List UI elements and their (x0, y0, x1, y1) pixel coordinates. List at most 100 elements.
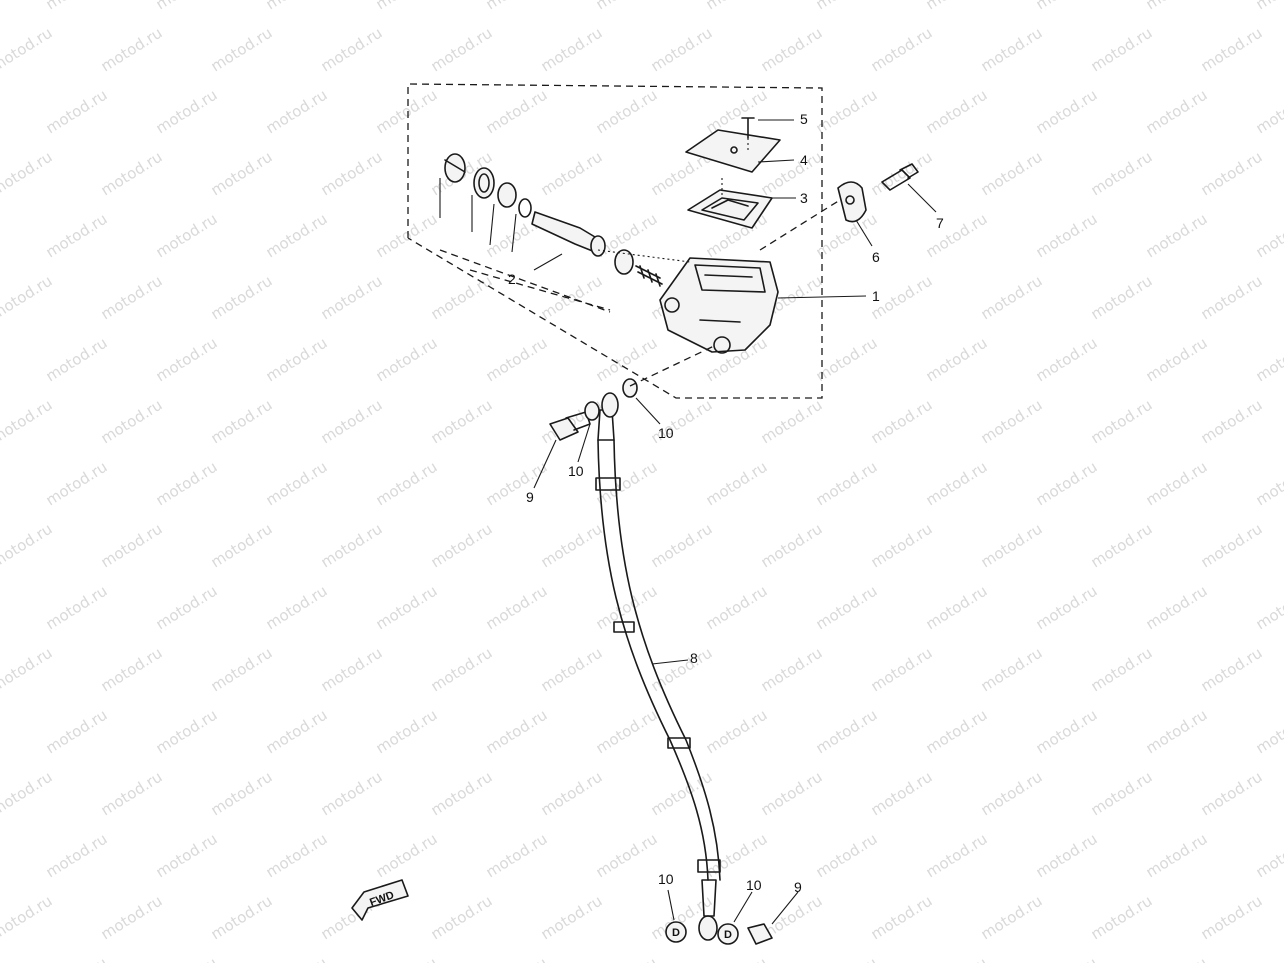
watermark-text: motod.ru (98, 24, 166, 76)
watermark-text: motod.ru (98, 148, 166, 200)
watermark-text: motod.ru (43, 334, 111, 386)
callout-7: 7 (936, 215, 944, 231)
watermark-text: motod.ru (593, 954, 661, 963)
washer-mark-left: D (672, 927, 680, 939)
copper-washers: D D (584, 378, 739, 945)
watermark-text: motod.ru (923, 706, 991, 758)
banjo-bolt-lower (747, 923, 773, 945)
watermark-text: motod.ru (318, 24, 386, 76)
watermark-text: motod.ru (1143, 954, 1211, 963)
watermark-text: motod.ru (703, 458, 771, 510)
watermark-text: motod.ru (538, 520, 606, 572)
watermark-text: motod.ru (813, 706, 881, 758)
watermark-text: motod.ru (593, 706, 661, 758)
lever-holder (837, 181, 867, 223)
watermark-text: motod.ru (1253, 458, 1284, 510)
watermark-text: motod.ru (208, 396, 276, 448)
watermark-text: motod.ru (593, 458, 661, 510)
watermark-text: motod.ru (153, 706, 221, 758)
watermark-text: motod.ru (868, 892, 936, 944)
watermark-text: motod.ru (593, 86, 661, 138)
watermark-text: motod.ru (483, 458, 551, 510)
watermark-text: motod.ru (1253, 210, 1284, 262)
watermark-text: motod.ru (703, 582, 771, 634)
watermark-text: motod.ru (428, 272, 496, 324)
watermark-text: motod.ru (43, 830, 111, 882)
watermark-text: motod.ru (923, 334, 991, 386)
watermark-text: motod.ru (978, 768, 1046, 820)
watermark-text: motod.ru (428, 396, 496, 448)
watermark-text: motod.ru (1198, 644, 1266, 696)
watermark-text: motod.ru (648, 644, 716, 696)
watermark-text: motod.ru (758, 396, 826, 448)
watermark-text: motod.ru (153, 582, 221, 634)
watermark-text: motod.ru (318, 272, 386, 324)
watermark-text: motod.ru (1198, 768, 1266, 820)
watermark-text: motod.ru (1143, 582, 1211, 634)
watermark-text: motod.ru (978, 396, 1046, 448)
reservoir-cap (685, 129, 781, 173)
leader-lines (533, 119, 937, 925)
watermark-text: motod.ru (98, 644, 166, 696)
watermark-text: motod.ru (483, 86, 551, 138)
watermark-text: motod.ru (703, 706, 771, 758)
watermark-text: motod.ru (208, 892, 276, 944)
piston-kit (444, 153, 663, 287)
watermark-text: motod.ru (538, 148, 606, 200)
assembly-guides (439, 138, 841, 387)
master-cylinder-body (659, 257, 779, 354)
watermark-text: motod.ru (978, 644, 1046, 696)
watermark-text: motod.ru (868, 768, 936, 820)
watermark-text: motod.ru (373, 334, 441, 386)
watermark-text: motod.ru (1143, 0, 1211, 13)
watermark-text: motod.ru (868, 24, 936, 76)
watermark-text: motod.ru (923, 210, 991, 262)
watermark-text: motod.ru (208, 768, 276, 820)
watermark-text: motod.ru (1253, 582, 1284, 634)
watermark-text: motod.ru (1253, 706, 1284, 758)
watermark-text: motod.ru (1033, 86, 1101, 138)
watermark-text: motod.ru (208, 24, 276, 76)
callout-2: 2 (508, 271, 516, 287)
watermark-text: motod.ru (263, 706, 331, 758)
watermark-text: motod.ru (923, 830, 991, 882)
watermark-text: motod.ru (1033, 706, 1101, 758)
watermark-text: motod.ru (1143, 86, 1211, 138)
watermark-text: motod.ru (1088, 148, 1156, 200)
watermark-text: motod.ru (318, 520, 386, 572)
watermark-text: motod.ru (538, 644, 606, 696)
watermark-text: motod.ru (0, 644, 55, 696)
watermark-text: motod.ru (263, 0, 331, 13)
watermark-text: motod.ru (153, 86, 221, 138)
watermark-text: motod.ru (1253, 0, 1284, 13)
watermark-text: motod.ru (153, 830, 221, 882)
watermark-text: motod.ru (1088, 396, 1156, 448)
callout-10-upper-left: 10 (568, 463, 584, 479)
watermark-text: motod.ru (538, 892, 606, 944)
watermark-text: motod.ru (593, 582, 661, 634)
watermark-text: motod.ru (1033, 334, 1101, 386)
watermark-text: motod.ru (153, 210, 221, 262)
watermark-text: motod.ru (1143, 210, 1211, 262)
watermark-text: motod.ru (813, 86, 881, 138)
watermark-text: motod.ru (428, 768, 496, 820)
watermark-text: motod.ru (1088, 24, 1156, 76)
watermark-text: motod.ru (0, 148, 55, 200)
watermark-text: motod.ru (1253, 954, 1284, 963)
watermark-text: motod.ru (1198, 24, 1266, 76)
callout-labels: 1 2 3 4 5 6 7 8 9 9 10 10 10 10 (508, 111, 944, 895)
watermark-text: motod.ru (483, 954, 551, 963)
watermark-text: motod.ru (923, 458, 991, 510)
watermark-text: motod.ru (428, 892, 496, 944)
watermark-text: motod.ru (978, 148, 1046, 200)
callout-10-upper-right: 10 (658, 425, 674, 441)
watermark-text: motod.ru (43, 458, 111, 510)
watermark-text: motod.ru (1253, 334, 1284, 386)
watermark-text: motod.ru (263, 582, 331, 634)
watermark-text: motod.ru (923, 0, 991, 13)
watermark-text: motod.ru (263, 954, 331, 963)
callout-5: 5 (800, 111, 808, 127)
watermark-text: motod.ru (813, 458, 881, 510)
watermark-text: motod.ru (483, 334, 551, 386)
watermark-text: motod.ru (98, 396, 166, 448)
